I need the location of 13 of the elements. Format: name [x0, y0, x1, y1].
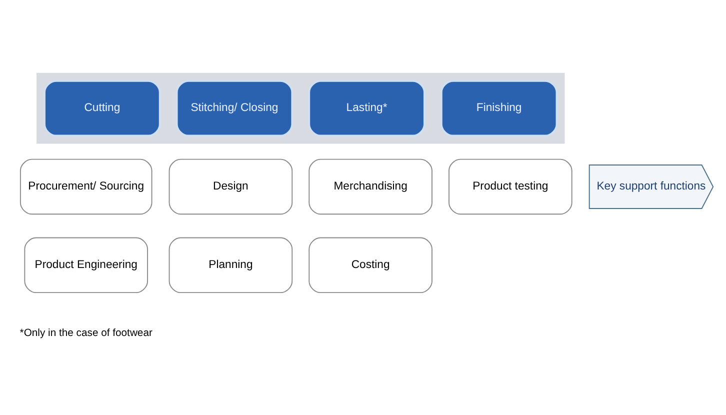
- node-box: Procurement/ Sourcing: [20, 158, 152, 214]
- node-box: Lasting*: [308, 79, 426, 136]
- node-box: Design: [168, 158, 293, 214]
- node-box: Stitching/ Closing: [176, 79, 294, 136]
- label: *Only in the case of footwear: [20, 327, 152, 338]
- node-box: Finishing: [440, 79, 558, 136]
- node-box: Product testing: [448, 158, 572, 214]
- node-box: Costing: [308, 236, 432, 293]
- node-box: Product Engineering: [24, 236, 148, 293]
- node-box: Merchandising: [308, 158, 432, 214]
- node-box: Cutting: [44, 79, 161, 136]
- cluster: [36, 72, 565, 144]
- node-box: Planning: [168, 236, 293, 293]
